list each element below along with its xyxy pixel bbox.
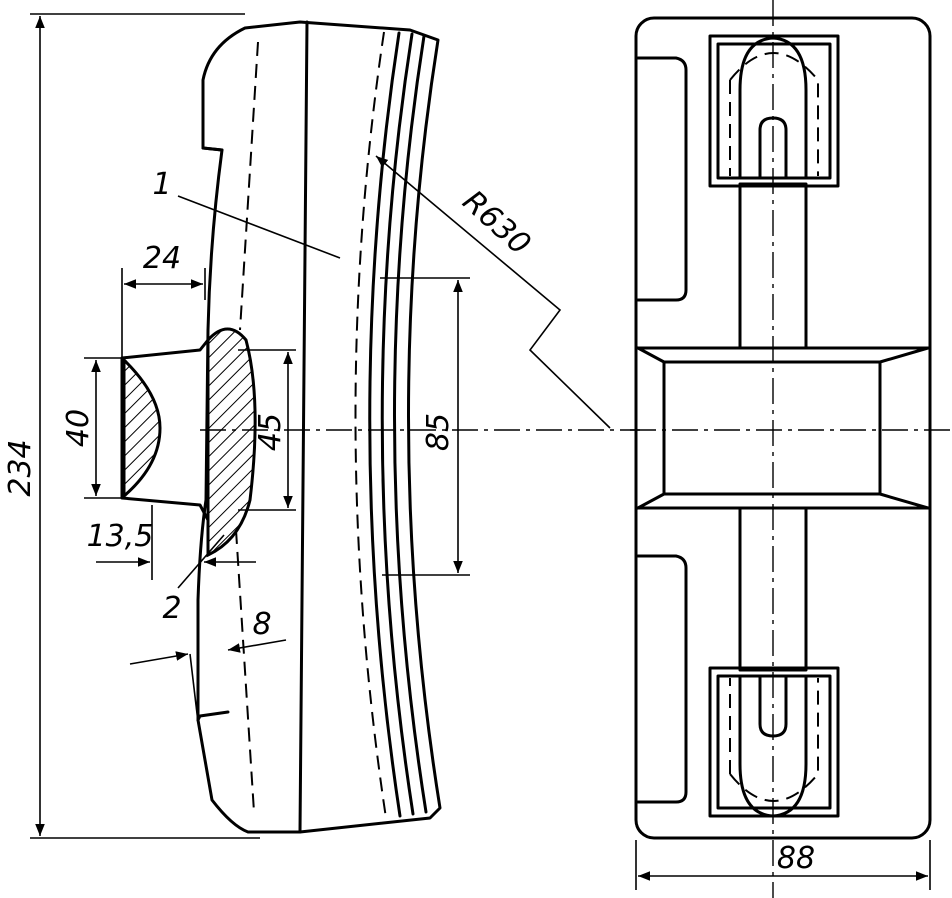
dim-40-label: 40 bbox=[61, 409, 96, 447]
pocket-top-slot bbox=[738, 36, 808, 180]
callout-2-label: 2 bbox=[162, 591, 181, 626]
dim-8-arrow-left bbox=[129, 651, 189, 665]
dim-8-ext bbox=[189, 653, 199, 723]
bottom-notch bbox=[196, 710, 230, 722]
left-recess-top bbox=[636, 56, 688, 302]
hub-bevel-br bbox=[878, 492, 930, 510]
side-body-outline bbox=[196, 20, 442, 834]
hub-bevel-bl bbox=[636, 492, 666, 510]
dim-24-label: 24 bbox=[143, 241, 181, 276]
callout-1-leader bbox=[177, 195, 341, 259]
section-hatched bbox=[122, 356, 162, 500]
section-outline bbox=[120, 338, 210, 522]
hub-inner bbox=[662, 360, 882, 496]
dim-234-label: 234 bbox=[3, 439, 38, 496]
dim-85-label: 85 bbox=[421, 413, 456, 451]
side-inner-line bbox=[298, 20, 309, 834]
dim-8-label: 8 bbox=[252, 607, 271, 642]
pocket-bottom-slot bbox=[738, 674, 808, 818]
insert-hatched bbox=[206, 327, 257, 558]
radius-label: R630 bbox=[456, 184, 537, 262]
lamination-line-2 bbox=[380, 32, 415, 816]
dim-13-5-label: 13,5 bbox=[87, 519, 154, 554]
pocket-bottom-dashed bbox=[729, 678, 819, 802]
dim-88-label: 88 bbox=[777, 841, 815, 876]
lamination-line-1 bbox=[393, 34, 428, 814]
hub-bevel-tl bbox=[636, 346, 666, 364]
pocket-top-dashed bbox=[729, 52, 819, 176]
left-recess-bottom bbox=[636, 554, 688, 804]
front-view bbox=[630, 0, 950, 898]
side-dashed-contour bbox=[235, 41, 259, 813]
front-dimensions: 88 bbox=[635, 840, 931, 890]
radius-leader bbox=[375, 155, 611, 429]
dim-8-arrow-right bbox=[227, 639, 287, 653]
pocket-top-outer bbox=[708, 34, 840, 188]
hub-bevel-tr bbox=[878, 346, 930, 364]
lamination-line-dash bbox=[354, 31, 387, 819]
dim-45-label: 45 bbox=[253, 413, 288, 451]
front-outline bbox=[634, 16, 932, 840]
top-notch bbox=[201, 146, 224, 152]
pocket-bottom-inner bbox=[716, 674, 832, 810]
lamination-line-3 bbox=[368, 31, 402, 818]
callout-1-label: 1 bbox=[152, 167, 171, 202]
callout-2-leader bbox=[177, 534, 225, 589]
pocket-top-inner bbox=[716, 42, 832, 180]
side-view bbox=[120, 20, 640, 834]
